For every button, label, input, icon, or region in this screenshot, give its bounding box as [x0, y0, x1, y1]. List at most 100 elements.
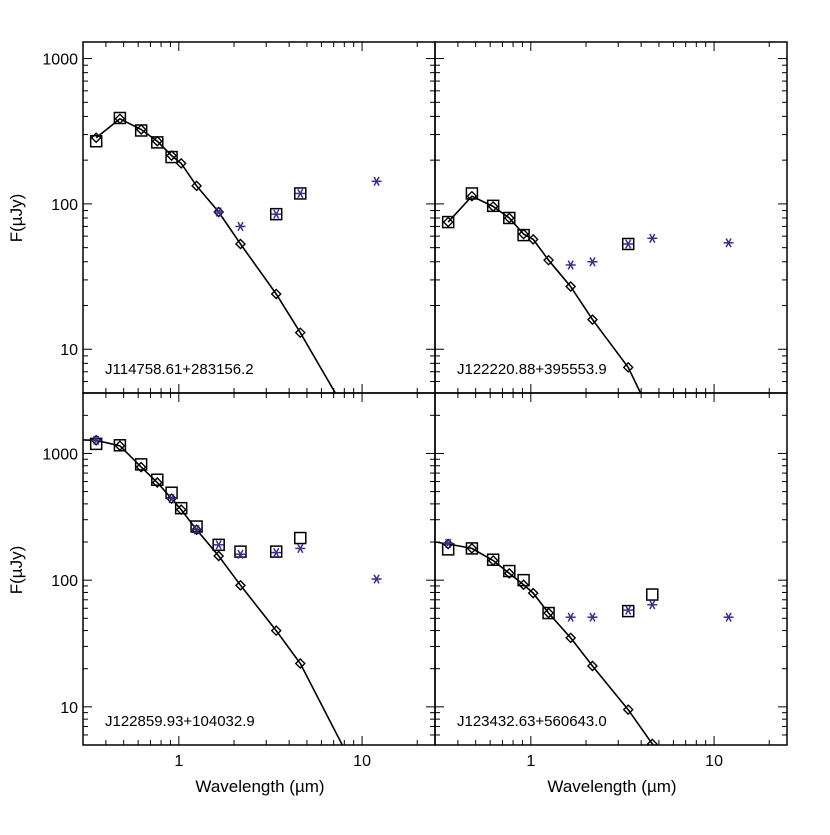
model-flux-diamond	[191, 180, 203, 192]
observed-flux-square	[621, 237, 635, 251]
photometry-asterisk	[587, 257, 598, 267]
photometry-asterisk	[647, 599, 658, 610]
model-flux-diamond	[622, 361, 634, 373]
model-flux-diamond	[175, 504, 187, 516]
model-flux-diamond	[487, 554, 499, 566]
observed-flux-square	[621, 604, 635, 618]
model-flux-diamond	[270, 625, 282, 637]
model-flux-diamond	[90, 132, 102, 144]
y-tick-label: 1000	[42, 52, 78, 69]
tick-marks	[434, 392, 787, 746]
photometry-asterisk	[166, 493, 177, 504]
y-tick-label: 10	[60, 342, 78, 359]
model-sed-line	[83, 439, 344, 745]
model-flux-diamond	[518, 228, 530, 240]
model-flux-diamond	[213, 206, 225, 218]
data-layer	[89, 111, 382, 393]
model-flux-diamond	[166, 150, 178, 162]
model-flux-diamond	[466, 542, 478, 554]
source-name-label: J122220.88+395553.9	[457, 361, 607, 378]
panel-frame	[82, 392, 436, 746]
photometry-asterisk	[235, 549, 246, 560]
observed-flux-square	[190, 520, 203, 533]
observed-flux-square	[465, 542, 479, 555]
tick-marks	[82, 42, 435, 394]
model-flux-diamond	[503, 567, 515, 579]
observed-flux-square	[441, 215, 455, 229]
model-sed-line	[447, 195, 642, 393]
observed-flux-square	[89, 437, 103, 451]
model-sed-line	[95, 117, 337, 393]
model-flux-diamond	[151, 135, 163, 147]
model-flux-diamond	[565, 281, 577, 293]
model-flux-diamond	[646, 738, 658, 745]
observed-flux-square	[212, 538, 225, 552]
observed-flux-square	[89, 134, 103, 148]
model-flux-diamond	[135, 461, 147, 473]
model-flux-diamond	[294, 327, 306, 339]
model-flux-diamond	[166, 493, 178, 505]
photometry-asterisk	[371, 176, 382, 187]
model-flux-diamond	[466, 190, 478, 202]
observed-flux-square	[517, 573, 530, 587]
observed-flux-square	[151, 473, 164, 487]
photometry-asterisk	[235, 221, 246, 232]
model-flux-diamond	[527, 233, 539, 245]
model-flux-diamond	[90, 434, 102, 446]
model-flux-diamond	[586, 314, 598, 326]
model-flux-diamond	[135, 124, 147, 135]
photometry-asterisk	[271, 209, 282, 219]
model-sed-line	[435, 541, 655, 745]
photometry-asterisk	[271, 547, 282, 558]
x-tick-label: 1	[526, 753, 535, 770]
model-flux-diamond	[543, 607, 555, 619]
observed-flux-square	[165, 486, 178, 499]
photometry-asterisk	[213, 540, 224, 550]
observed-flux-square	[465, 187, 479, 200]
y-tick-label: 100	[51, 197, 78, 214]
panel-frame	[82, 41, 436, 394]
observed-flux-square	[646, 588, 659, 601]
data-layer	[435, 538, 734, 745]
model-flux-diamond	[294, 657, 306, 669]
y-tick-label: 1000	[42, 446, 78, 463]
photometry-asterisk	[565, 260, 576, 270]
data-layer	[441, 187, 734, 393]
photometry-asterisk	[371, 574, 382, 584]
observed-flux-square	[134, 458, 148, 471]
model-flux-diamond	[442, 538, 454, 550]
photometry-asterisk	[213, 207, 224, 217]
model-flux-diamond	[191, 524, 203, 536]
x-tick-label: 1	[174, 753, 183, 770]
y-axis-label-bottom: F(µJy)	[7, 546, 26, 595]
x-axis-label-left: Wavelength (µm)	[195, 777, 324, 796]
observed-flux-square	[294, 531, 307, 545]
photometry-asterisk	[565, 612, 576, 622]
model-flux-diamond	[565, 632, 577, 644]
observed-flux-square	[503, 564, 516, 578]
photometry-asterisk	[91, 435, 102, 446]
photometry-asterisk	[191, 525, 202, 535]
model-flux-diamond	[503, 212, 515, 224]
x-tick-label: 10	[353, 753, 371, 770]
y-tick-label: 100	[51, 573, 78, 590]
observed-flux-square	[234, 545, 247, 558]
model-flux-diamond	[213, 550, 225, 562]
photometry-asterisk	[623, 239, 634, 249]
observed-flux-square	[503, 211, 516, 225]
y-axis-label-top: F(µJy)	[7, 194, 26, 243]
model-flux-diamond	[527, 587, 539, 599]
model-flux-diamond	[270, 288, 282, 300]
source-name-label: J114758.61+283156.2	[105, 361, 254, 378]
photometry-asterisk	[587, 612, 598, 622]
photometry-asterisk	[723, 238, 734, 248]
x-tick-label: 10	[705, 753, 723, 770]
model-flux-diamond	[543, 254, 555, 266]
photometry-asterisk	[647, 233, 658, 244]
model-flux-diamond	[442, 216, 454, 228]
y-tick-label: 10	[60, 700, 78, 717]
model-flux-diamond	[518, 579, 530, 591]
